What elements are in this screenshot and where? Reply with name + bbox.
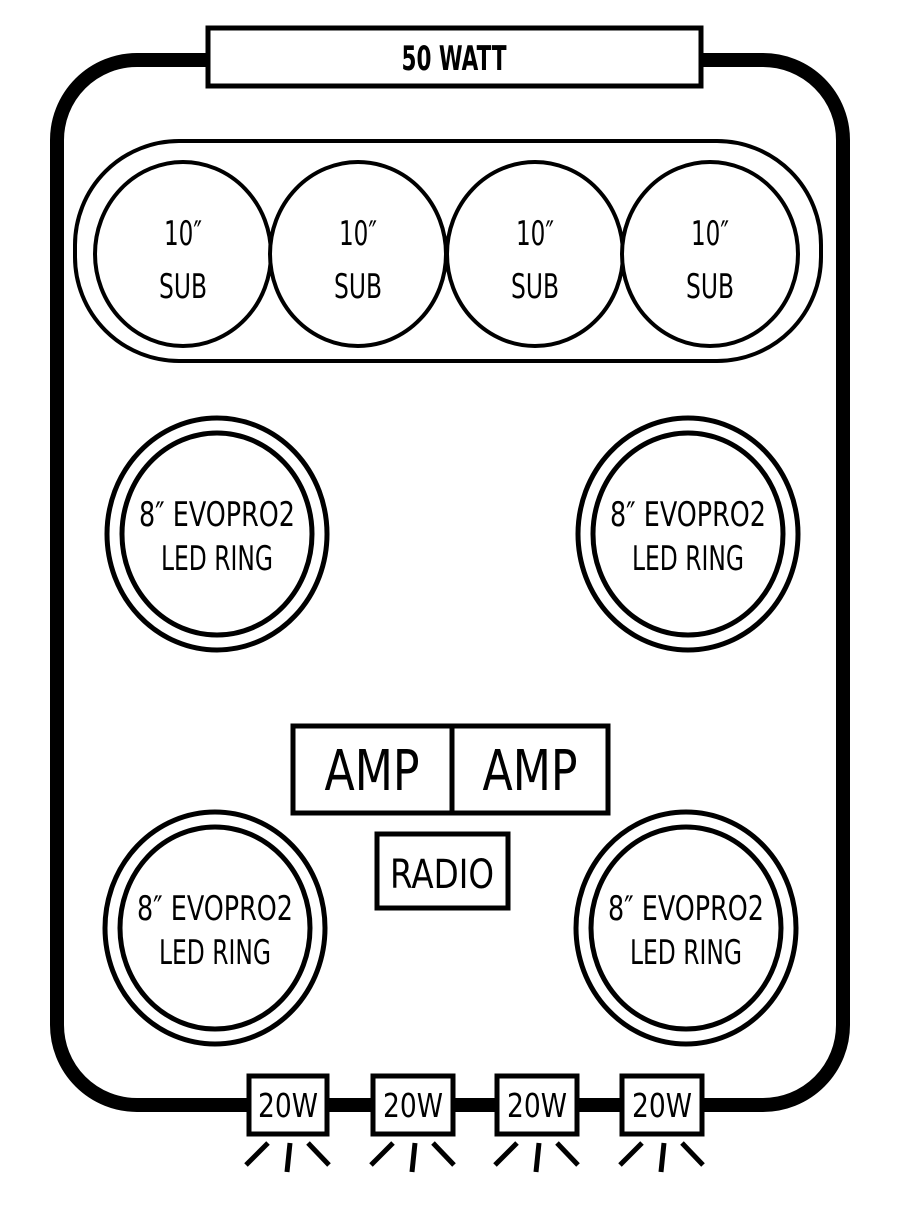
subwoofer-type: SUB bbox=[511, 267, 559, 307]
light-fixture: 20W bbox=[369, 1073, 456, 1173]
amplifier-label: AMP bbox=[483, 739, 578, 804]
light-beam-icon bbox=[244, 1141, 331, 1173]
sub-pod-outline bbox=[73, 139, 823, 363]
radio-label: RADIO bbox=[390, 852, 494, 898]
light-beam-icon bbox=[369, 1141, 456, 1173]
speaker-model: 8″ EVOPRO2 bbox=[610, 495, 766, 535]
light-fixture: 20W bbox=[618, 1073, 705, 1173]
speaker-led-ring: 8″ EVOPRO2 LED RING bbox=[102, 809, 328, 1047]
speaker-model: 8″ EVOPRO2 bbox=[137, 889, 293, 929]
subwoofer-size: 10″ bbox=[339, 214, 377, 254]
wattage-label: 50 WATT bbox=[402, 39, 508, 79]
speaker-ring-label: LED RING bbox=[632, 539, 744, 579]
subwoofer-type: SUB bbox=[334, 267, 382, 307]
speaker-model: 8″ EVOPRO2 bbox=[608, 889, 764, 929]
speaker-ring-label: LED RING bbox=[159, 933, 271, 973]
light-wattage: 20W bbox=[258, 1086, 318, 1125]
subwoofer-size: 10″ bbox=[516, 214, 554, 254]
speaker-led-ring: 8″ EVOPRO2 LED RING bbox=[575, 415, 801, 653]
speaker-model: 8″ EVOPRO2 bbox=[139, 495, 295, 535]
subwoofer: 10″ SUB bbox=[445, 160, 625, 348]
subwoofer-size: 10″ bbox=[691, 214, 729, 254]
light-beam-icon bbox=[618, 1141, 705, 1173]
amplifier: AMP bbox=[449, 723, 611, 816]
speaker-ring-label: LED RING bbox=[630, 933, 742, 973]
subwoofer: 10″ SUB bbox=[620, 160, 800, 348]
wattage-label-box: 50 WATT bbox=[205, 25, 704, 89]
light-fixture: 20W bbox=[493, 1073, 580, 1173]
light-wattage: 20W bbox=[507, 1086, 567, 1125]
subwoofer-size: 10″ bbox=[164, 214, 202, 254]
light-fixture: 20W bbox=[244, 1073, 331, 1173]
speaker-ring-label: LED RING bbox=[161, 539, 273, 579]
subwoofer: 10″ SUB bbox=[93, 160, 273, 348]
radio-unit: RADIO bbox=[374, 831, 511, 911]
subwoofer: 10″ SUB bbox=[268, 160, 448, 348]
subwoofer-type: SUB bbox=[686, 267, 734, 307]
amplifier-label: AMP bbox=[325, 739, 420, 804]
speaker-led-ring: 8″ EVOPRO2 LED RING bbox=[104, 415, 330, 653]
light-beam-icon bbox=[493, 1141, 580, 1173]
speaker-led-ring: 8″ EVOPRO2 LED RING bbox=[573, 809, 799, 1047]
subwoofer-type: SUB bbox=[159, 267, 207, 307]
amplifier: AMP bbox=[290, 723, 455, 816]
light-wattage: 20W bbox=[632, 1086, 692, 1125]
light-wattage: 20W bbox=[383, 1086, 443, 1125]
